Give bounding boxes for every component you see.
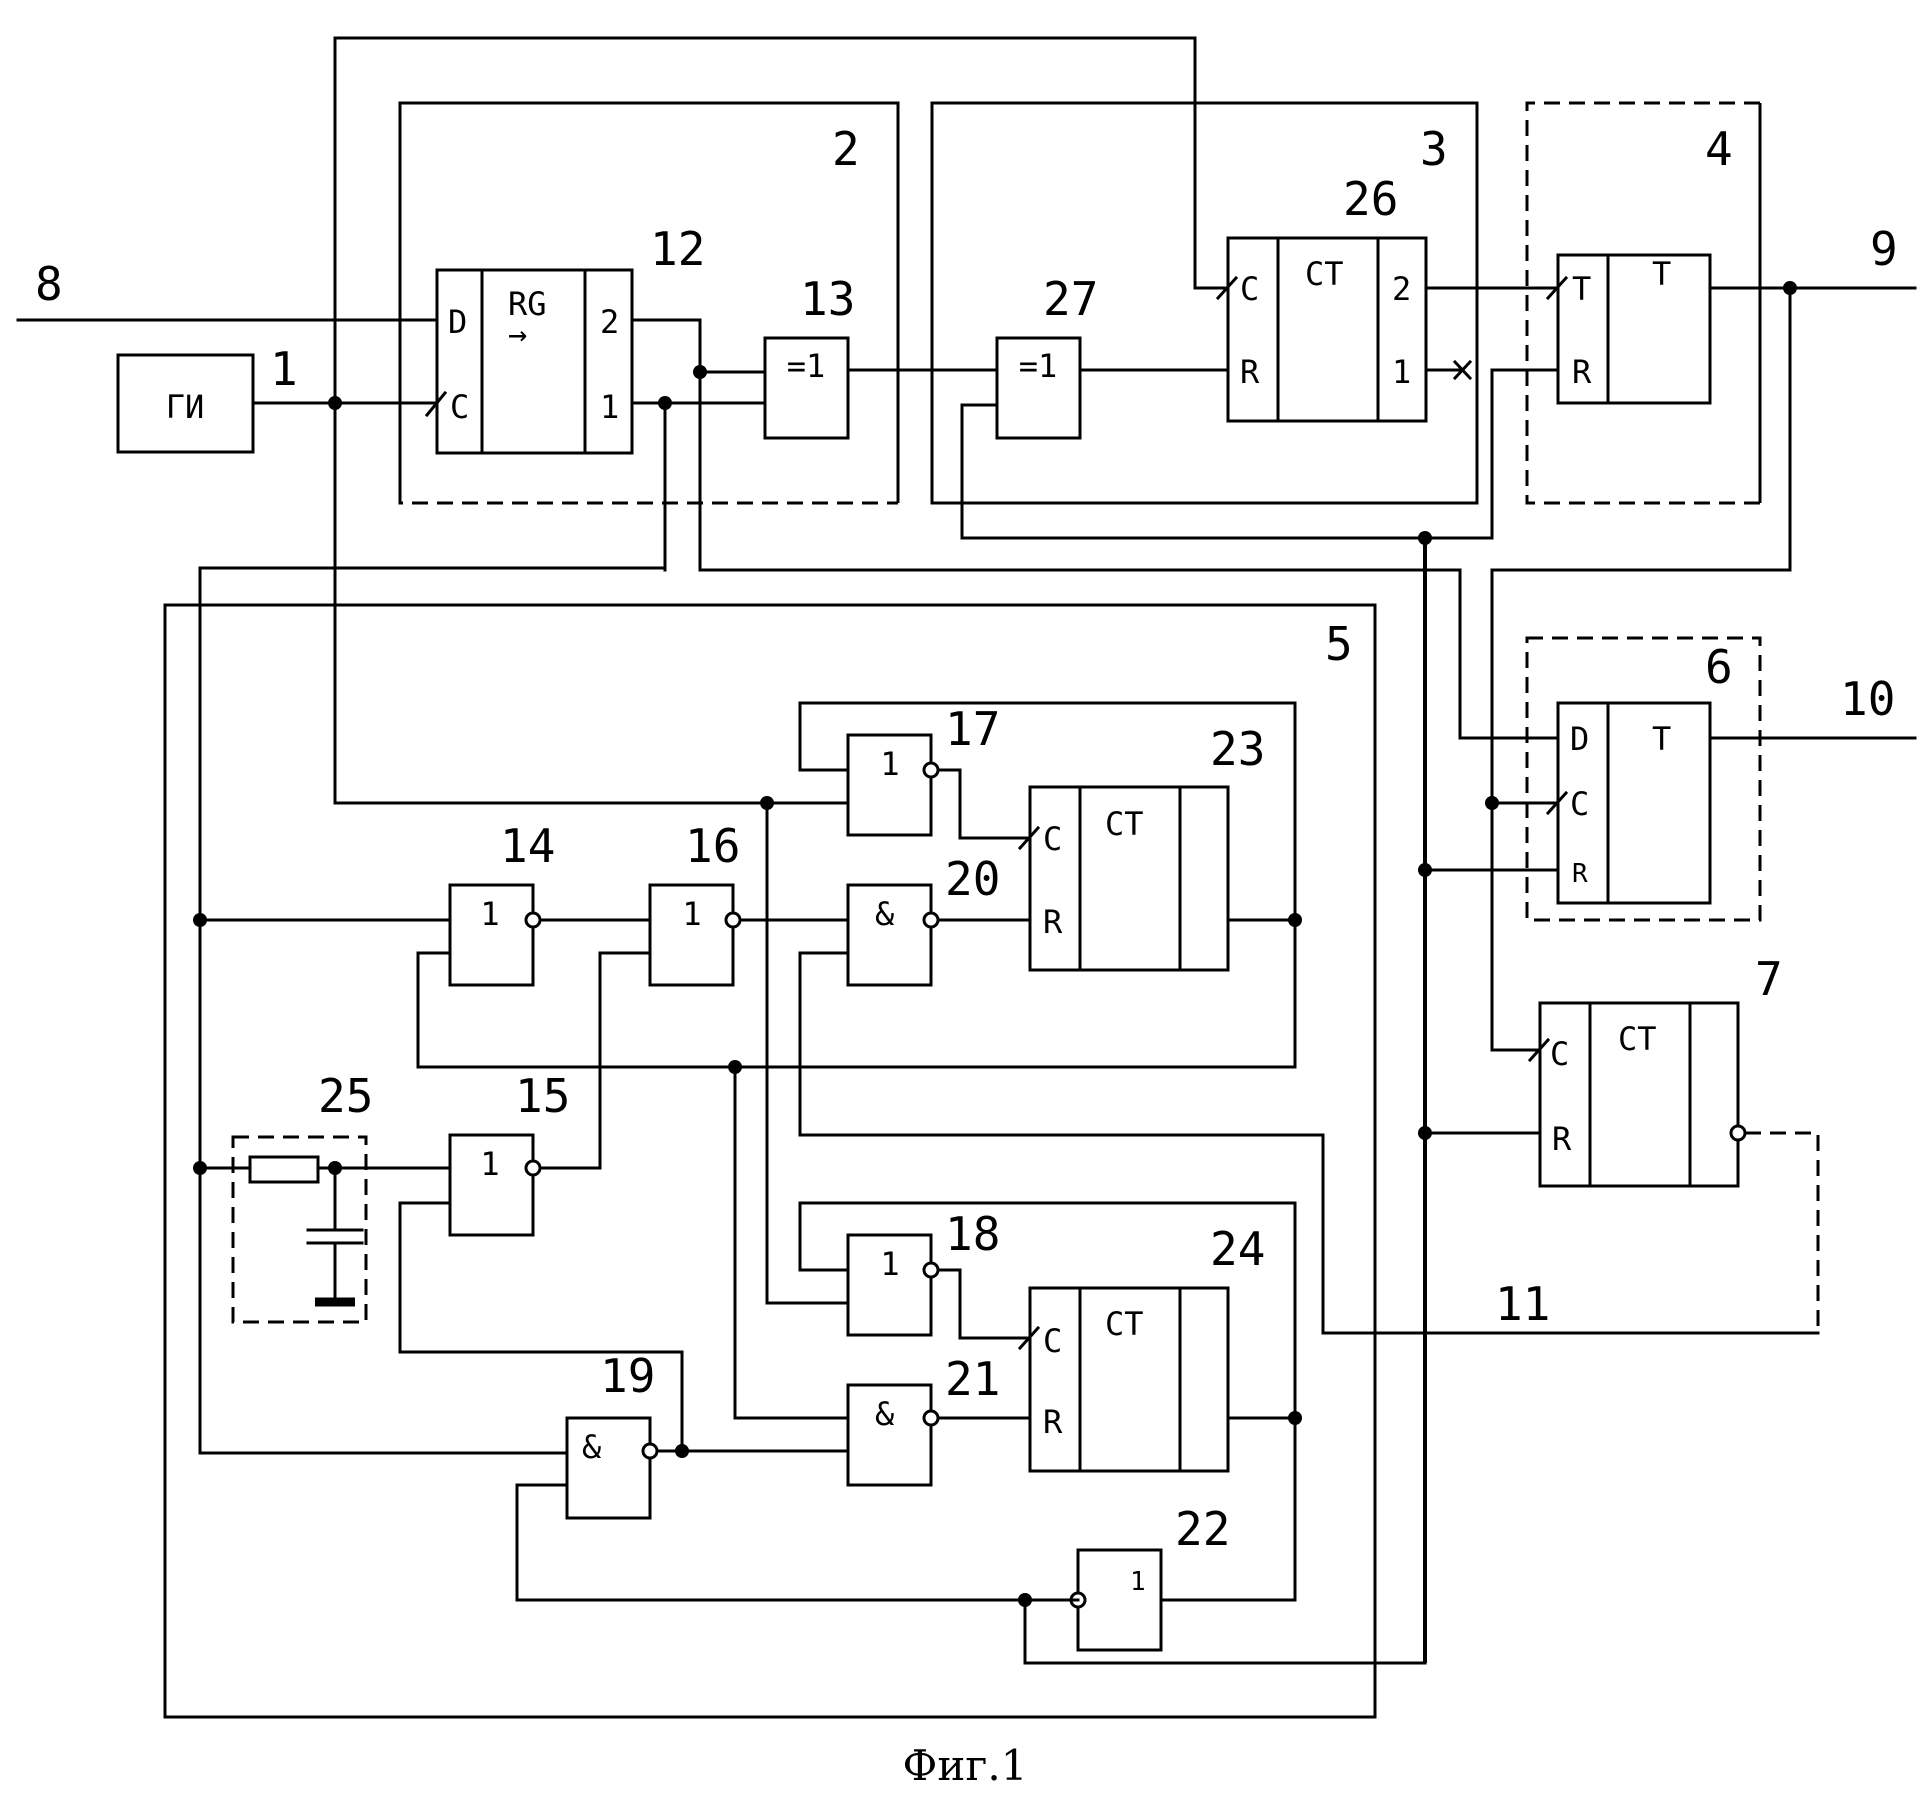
ct23-pin-r: R xyxy=(1043,903,1063,941)
num-22: 22 xyxy=(1175,1502,1230,1556)
reg12-out-2: 2 xyxy=(600,303,619,341)
num-6: 6 xyxy=(1705,640,1733,694)
rc-network-25 xyxy=(233,1137,366,1322)
reg12-pin-d: D xyxy=(448,303,467,341)
gate-14: 1 xyxy=(450,885,540,985)
reg12-pin-c: C xyxy=(450,388,469,426)
gate-22: 1 xyxy=(1071,1550,1161,1650)
ct24-pin-r: R xyxy=(1043,1403,1063,1441)
pulse-generator-label: ГИ xyxy=(166,388,205,426)
gate-18: 1 xyxy=(848,1235,938,1335)
gate20-label: & xyxy=(875,895,895,933)
num-27: 27 xyxy=(1043,272,1098,326)
reg12-arrow: → xyxy=(508,315,527,353)
line-11: 11 xyxy=(1495,1277,1550,1331)
xor27-label: =1 xyxy=(1019,347,1058,385)
reg12-out-1: 1 xyxy=(600,388,619,426)
counter-24: C R CT xyxy=(1030,1288,1228,1471)
trig6-pin-c: C xyxy=(1570,785,1589,823)
num-5: 5 xyxy=(1325,617,1353,671)
xor13-label: =1 xyxy=(787,347,826,385)
num-2: 2 xyxy=(832,122,860,176)
trig4-pin-t: T xyxy=(1572,270,1591,308)
gate22-label: 1 xyxy=(1130,1567,1146,1597)
gate18-label: 1 xyxy=(880,1245,899,1283)
ct23-pin-c: C xyxy=(1043,820,1062,858)
num-1: 1 xyxy=(270,342,298,396)
num-16: 16 xyxy=(685,819,740,873)
gate-15: 1 xyxy=(450,1135,540,1235)
gate-16: 1 xyxy=(650,885,740,985)
num-15: 15 xyxy=(515,1069,570,1123)
junction-dots xyxy=(193,281,1797,1607)
trig6-label: T xyxy=(1652,720,1671,758)
wires xyxy=(18,38,1915,1663)
num-18: 18 xyxy=(945,1207,1000,1261)
num-7: 7 xyxy=(1755,952,1783,1006)
num-14: 14 xyxy=(500,819,555,873)
gate14-label: 1 xyxy=(480,895,499,933)
gate-19: & xyxy=(567,1418,657,1518)
gate-17: 1 xyxy=(848,735,938,835)
num-3: 3 xyxy=(1420,122,1448,176)
counter-23: C R CT xyxy=(1030,787,1228,970)
ct7-pin-c: C xyxy=(1550,1035,1569,1073)
num-23: 23 xyxy=(1210,722,1265,776)
gate21-label: & xyxy=(875,1395,895,1433)
num-17: 17 xyxy=(945,702,1000,756)
ct26-out-2: 2 xyxy=(1392,270,1411,308)
xor-13: =1 xyxy=(765,338,848,438)
trig4-pin-r: R xyxy=(1572,353,1592,391)
gate19-label: & xyxy=(582,1428,602,1466)
trigger-4: T R T xyxy=(1558,255,1710,403)
num-4: 4 xyxy=(1705,122,1733,176)
num-25: 25 xyxy=(318,1069,373,1123)
trigger-6: D C R T xyxy=(1558,703,1710,903)
gate-20: & xyxy=(848,885,938,985)
counter-7: C R CT xyxy=(1540,1003,1738,1186)
gate17-label: 1 xyxy=(880,745,899,783)
gate16-label: 1 xyxy=(682,895,701,933)
ct23-label: CT xyxy=(1105,805,1144,843)
gate15-label: 1 xyxy=(480,1145,499,1183)
ct26-out-1: 1 xyxy=(1392,353,1411,391)
num-21: 21 xyxy=(945,1352,1000,1406)
gate-21: & xyxy=(848,1385,938,1485)
pulse-generator-block: ГИ xyxy=(118,355,253,452)
ct26-pin-r: R xyxy=(1240,353,1260,391)
num-26: 26 xyxy=(1343,172,1398,226)
num-20: 20 xyxy=(945,852,1000,906)
terminal-9: 9 xyxy=(1870,222,1898,276)
trig4-label: T xyxy=(1652,255,1671,293)
num-12: 12 xyxy=(650,222,705,276)
ct7-pin-r: R xyxy=(1552,1120,1572,1158)
counter-26: C R CT 2 1 xyxy=(1228,238,1426,421)
trig6-pin-d: D xyxy=(1570,720,1589,758)
ct26-pin-c: C xyxy=(1240,270,1259,308)
figure-caption: Фиг.1 xyxy=(903,1741,1028,1790)
num-24: 24 xyxy=(1210,1222,1265,1276)
num-13: 13 xyxy=(800,272,855,326)
ct26-label: CT xyxy=(1305,255,1344,293)
xor-27: =1 xyxy=(997,338,1080,438)
ct7-label: CT xyxy=(1618,1020,1657,1058)
terminal-10: 10 xyxy=(1840,672,1895,726)
ct24-pin-c: C xyxy=(1043,1322,1062,1360)
num-19: 19 xyxy=(600,1349,655,1403)
register-12: D C RG → 2 1 xyxy=(437,270,632,453)
ct24-label: CT xyxy=(1105,1305,1144,1343)
terminal-8: 8 xyxy=(35,257,63,311)
trig6-pin-r: R xyxy=(1572,859,1588,889)
